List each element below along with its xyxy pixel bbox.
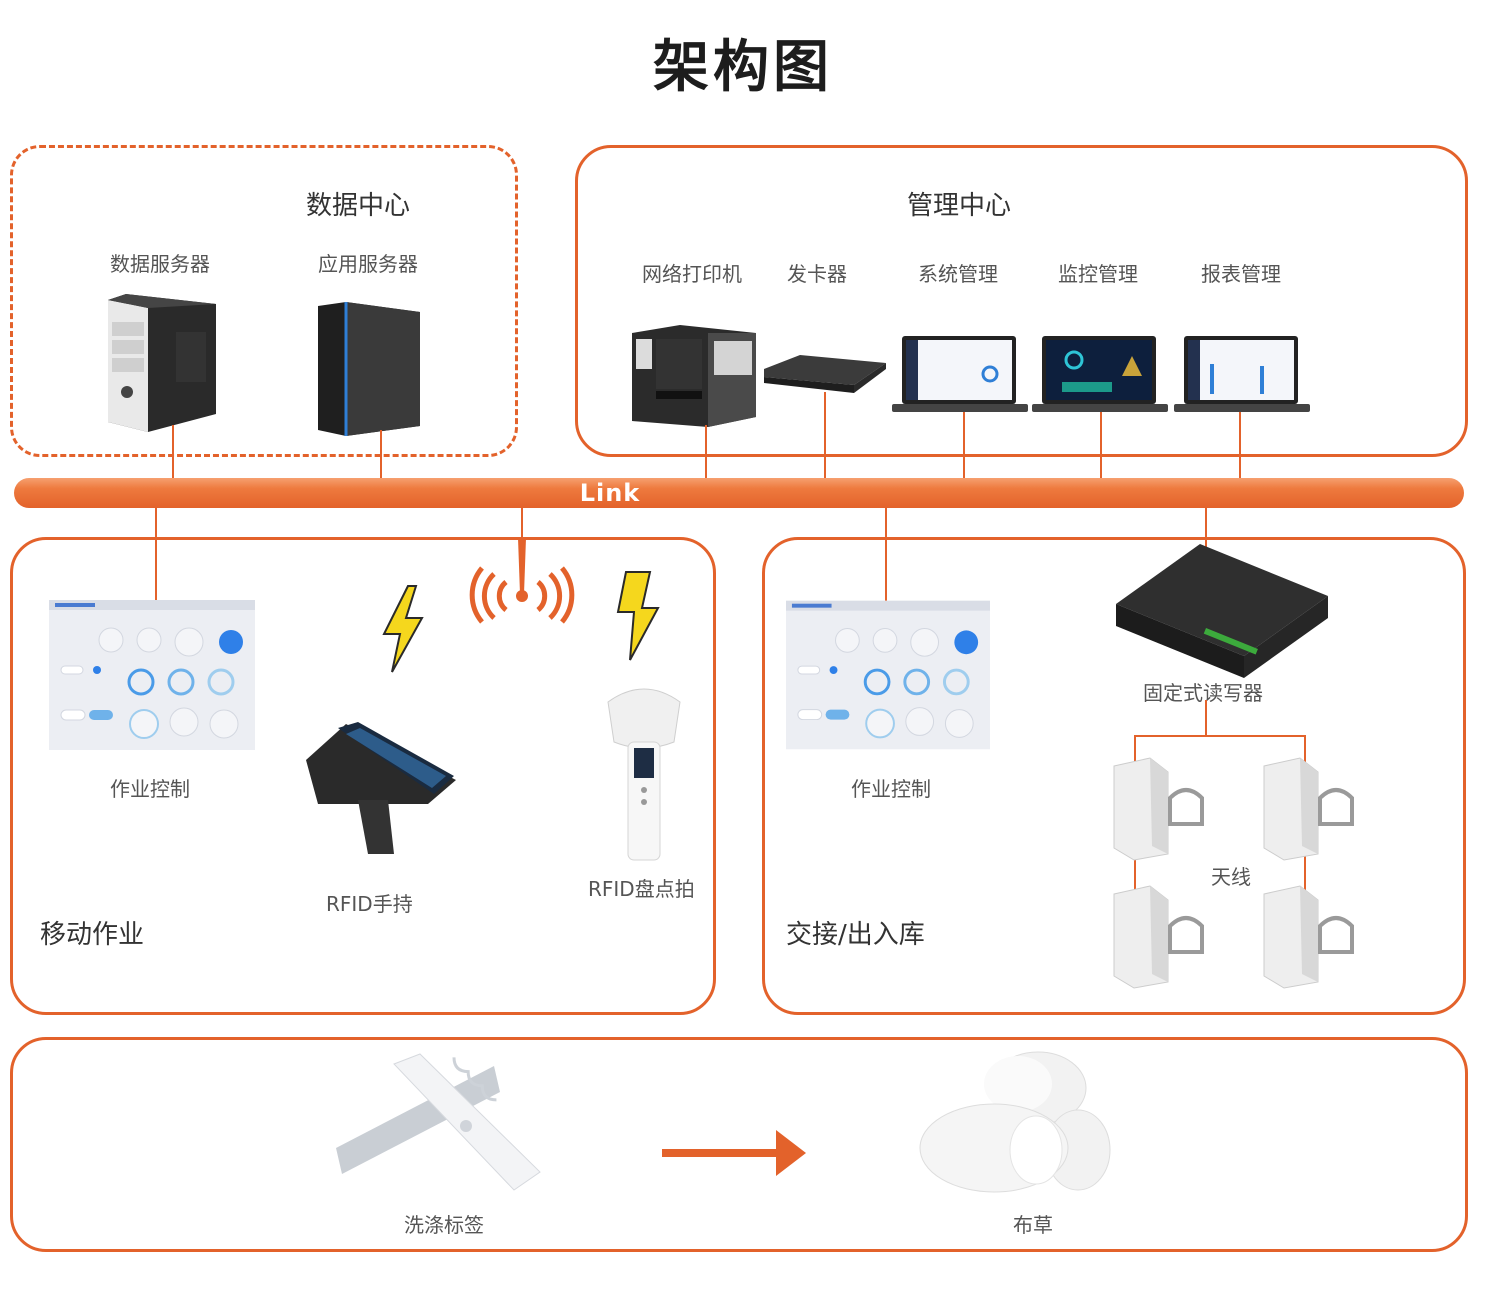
report-laptop-image <box>1174 336 1310 412</box>
app-server-image <box>318 302 420 436</box>
wire-monitor <box>1100 412 1102 480</box>
wire-system <box>963 412 965 480</box>
rfid-scanner-label: RFID盘点拍 <box>588 877 695 901</box>
handover-title: 交接/出入库 <box>786 920 925 950</box>
lightning-icon <box>616 571 660 661</box>
mobile-operations-panel <box>10 537 716 1015</box>
wire-reader-down <box>1205 700 1207 736</box>
laundry-tag-image <box>336 1053 541 1191</box>
antenna-image <box>1113 757 1204 861</box>
wire-handover-control <box>885 508 887 602</box>
mobile-control-panel-image <box>49 600 255 750</box>
management-center-title: 管理中心 <box>907 191 1012 221</box>
system-management-label: 系统管理 <box>918 262 998 286</box>
linen-label: 布草 <box>1013 1213 1053 1237</box>
antenna-image <box>1263 885 1354 989</box>
wire-reader <box>1205 508 1207 548</box>
rfid-handheld-image <box>306 722 456 854</box>
link-label: Link <box>579 479 641 507</box>
management-center-panel <box>575 145 1468 457</box>
app-server-label: 应用服务器 <box>318 252 418 276</box>
page-title: 架构图 <box>653 35 833 100</box>
network-printer-label: 网络打印机 <box>642 262 742 286</box>
wire-report <box>1239 412 1241 480</box>
textile-panel <box>10 1037 1468 1252</box>
mobile-control-label: 作业控制 <box>110 777 190 801</box>
wire-data-server <box>172 425 174 480</box>
printer-image <box>632 325 756 427</box>
data-server-label: 数据服务器 <box>110 252 210 276</box>
data-center-title: 数据中心 <box>306 191 411 221</box>
wire-wireless <box>521 508 523 538</box>
link-bus <box>14 478 1464 508</box>
wire-mobile-control <box>155 508 157 602</box>
handover-control-panel-image <box>786 600 990 750</box>
wire-app-server <box>380 430 382 480</box>
rfid-handheld-label: RFID手持 <box>326 892 413 916</box>
card-issuer-image <box>764 355 886 393</box>
fixed-reader-label: 固定式读写器 <box>1143 681 1263 705</box>
towels-image <box>919 1051 1111 1193</box>
data-server-image <box>108 294 216 432</box>
antenna-image <box>1113 885 1204 989</box>
fixed-reader-image <box>1116 544 1328 678</box>
wire-antenna-bar <box>1134 735 1306 737</box>
antenna-image <box>1263 757 1354 861</box>
wire-card-issuer <box>824 392 826 480</box>
report-management-label: 报表管理 <box>1201 262 1281 286</box>
card-issuer-label: 发卡器 <box>787 262 847 286</box>
mobile-operations-title: 移动作业 <box>40 920 145 950</box>
monitor-management-label: 监控管理 <box>1058 262 1138 286</box>
wire-printer <box>705 425 707 480</box>
arrow-right-icon <box>662 1130 806 1176</box>
monitor-laptop-image <box>1032 336 1168 412</box>
handover-panel <box>762 537 1466 1015</box>
handover-control-label: 作业控制 <box>851 777 931 801</box>
antenna-label: 天线 <box>1211 865 1251 889</box>
wireless-signal-icon <box>469 538 575 624</box>
rfid-scanner-image <box>607 688 681 861</box>
data-center-panel <box>10 145 518 457</box>
lightning-icon <box>382 585 424 673</box>
system-laptop-image <box>892 336 1028 412</box>
laundry-tag-label: 洗涤标签 <box>404 1213 484 1237</box>
